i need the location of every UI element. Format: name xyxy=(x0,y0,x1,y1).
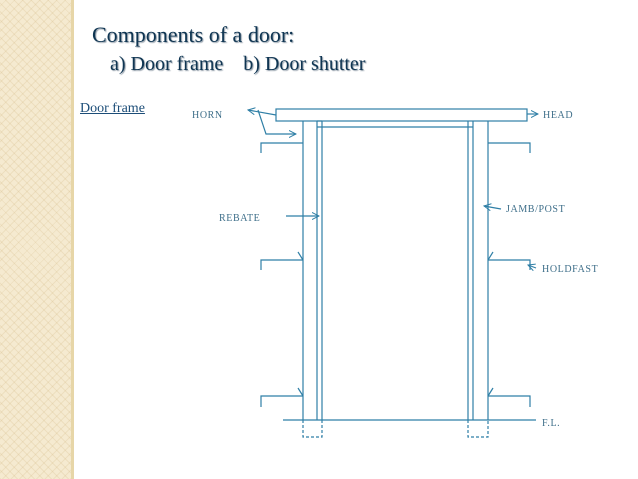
slide-subtitle: a) Door frame b) Door shutter xyxy=(110,53,366,75)
horn-arrow xyxy=(248,110,277,116)
slide-title: Components of a door: xyxy=(92,22,295,47)
left-jamb xyxy=(302,120,323,420)
label-horn: HORN xyxy=(192,110,223,121)
right-jamb xyxy=(467,121,489,420)
holdfasts-right xyxy=(487,142,531,407)
decorative-sidebar xyxy=(0,0,71,479)
label-head: HEAD xyxy=(543,110,573,121)
label-holdfast: HOLDFAST xyxy=(542,264,598,275)
jamb-arrow xyxy=(484,206,502,209)
label-rebate: REBATE xyxy=(219,213,260,224)
head-member xyxy=(275,108,528,122)
holdfast-arrow xyxy=(528,265,537,268)
embedded-jamb-ends xyxy=(302,420,489,438)
horn-leader xyxy=(257,109,296,134)
label-jamb: JAMB/POST xyxy=(506,204,565,215)
door-frame-label: Door frame xyxy=(80,101,145,116)
label-floor-level: F.L. xyxy=(542,418,560,429)
sidebar-edge xyxy=(71,0,74,479)
holdfasts-left xyxy=(260,142,304,407)
